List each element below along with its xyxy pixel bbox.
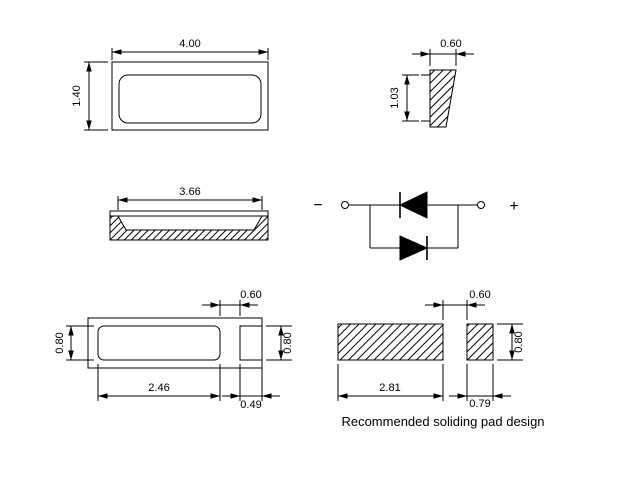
dim-bottom-view-left-pad-height: 0.80 [54, 325, 94, 361]
bottom-view-gap-label: 0.60 [240, 289, 261, 301]
pad-design-left-pad [337, 323, 444, 361]
pad-design-height-label: 0.80 [513, 331, 525, 352]
right-terminal [477, 201, 485, 209]
section-view-figure: 3.66 [109, 186, 269, 241]
side-view-width-label: 0.60 [440, 38, 461, 50]
top-view-emitting-window [118, 74, 262, 124]
pad-design-right-pad [466, 323, 494, 361]
diode-triangle [398, 191, 428, 219]
circuit-diagram: − + [313, 191, 519, 261]
dim-side-view-height: 1.03 [389, 74, 419, 122]
top-view-width-label: 4.00 [179, 38, 200, 50]
left-terminal [341, 201, 349, 209]
top-view-height-label: 1.40 [71, 85, 83, 106]
pad-design-caption: Recommended soliding pad design [341, 414, 544, 429]
side-view-height-label: 1.03 [389, 87, 401, 108]
side-view-figure: 0.60 1.03 [389, 38, 474, 128]
bottom-view-left-pad-height-label: 0.80 [54, 332, 66, 353]
pad-design-right-pad-width-label: 0.79 [469, 398, 490, 410]
side-view-body [429, 69, 457, 128]
bottom-view-right-pad-height-label: 0.80 [282, 332, 294, 353]
dim-bottom-view-gap: 0.60 [202, 289, 262, 316]
dim-top-view-height: 1.40 [71, 61, 108, 131]
led-diode-symbol [398, 191, 428, 219]
bottom-view-right-pad [239, 325, 263, 361]
bottom-view-figure: 0.60 0.80 0.80 2.46 0.49 [54, 289, 294, 411]
dim-bottom-view-right-pad-height: 0.80 [266, 325, 294, 361]
bottom-view-right-pad-width-label: 0.49 [240, 399, 261, 411]
plus-symbol: + [509, 198, 518, 215]
pad-design-left-pad-width-label: 2.81 [379, 382, 400, 394]
dim-pad-design-right-pad-width: 0.79 [449, 364, 511, 410]
dim-bottom-view-left-pad-width: 2.46 [97, 364, 221, 401]
bottom-view-left-pad-width-label: 2.46 [148, 382, 169, 394]
diode-triangle [399, 235, 429, 261]
section-reflector-cavity [117, 215, 263, 231]
minus-symbol: − [313, 197, 322, 214]
section-outline [109, 210, 269, 241]
dim-pad-design-height: 0.80 [497, 323, 525, 361]
pad-design-gap-label: 0.60 [469, 289, 490, 301]
protection-diode-branch [369, 205, 459, 261]
dim-section-width: 3.66 [117, 186, 263, 210]
pad-design-figure: 0.60 0.80 2.81 0.79 Recommended soliding… [337, 289, 545, 429]
dim-pad-design-gap: 0.60 [425, 289, 491, 320]
top-view-figure: 4.00 1.40 [71, 38, 269, 131]
dim-bottom-view-right-pad-width: 0.49 [222, 364, 280, 411]
dim-pad-design-left-pad-width: 2.81 [337, 364, 444, 401]
dim-top-view-width: 4.00 [111, 38, 269, 60]
dim-side-view-width: 0.60 [412, 38, 474, 66]
section-width-label: 3.66 [179, 186, 200, 198]
bottom-view-left-pad [97, 325, 221, 361]
